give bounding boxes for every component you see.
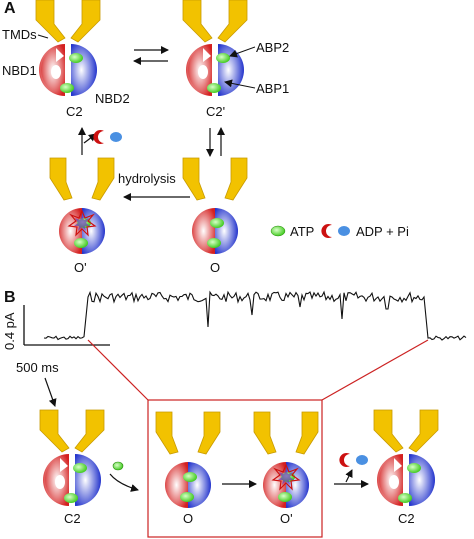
state-b-c2-end-label: C2 — [398, 511, 415, 526]
legend-atp-icon — [270, 225, 286, 237]
abp1-label: ABP1 — [256, 81, 289, 96]
state-b-c2-label: C2 — [64, 511, 81, 526]
channel-b-op-icon — [253, 411, 319, 508]
state-o-label: O — [210, 260, 220, 275]
state-op-label: O' — [74, 260, 87, 275]
abp1-pointer — [224, 79, 256, 89]
arrow-c2-to-o-b — [109, 473, 139, 492]
nbd1-label: NBD1 — [2, 63, 37, 78]
scale-current-label: 0.4 pA — [2, 312, 17, 350]
single-channel-current-trace — [43, 290, 467, 341]
state-c2p-label: C2' — [206, 104, 225, 119]
legend-atp-label: ATP — [290, 224, 314, 239]
tmds-pointer — [37, 34, 49, 39]
channel-b-c2-icon — [39, 409, 105, 506]
abp2-pointer — [229, 46, 256, 58]
atp-binding-icon — [112, 461, 124, 471]
zoom-line-left — [87, 339, 149, 401]
zoom-line-right — [321, 339, 429, 401]
hydrolysis-label: hydrolysis — [118, 171, 176, 186]
legend-adp-pi-icon — [321, 224, 350, 238]
panel-b-letter: B — [4, 289, 16, 306]
channel-o-icon — [182, 157, 248, 254]
release-arrow-b — [345, 469, 353, 483]
state-b-o-label: O — [183, 511, 193, 526]
arrow-to-c2-b — [44, 377, 57, 407]
scale-time-label: 500 ms — [16, 360, 59, 375]
legend-adp-pi-label: ADP + Pi — [356, 224, 409, 239]
adp-pi-released-b-icon — [339, 453, 368, 467]
state-b-op-label: O' — [280, 511, 293, 526]
channel-b-o-icon — [155, 411, 221, 508]
zoom-box — [147, 399, 323, 538]
nbd2-label: NBD2 — [95, 91, 130, 106]
channel-op-icon — [49, 157, 115, 254]
tmds-label: TMDs — [2, 27, 37, 42]
channel-b-c2-end-icon — [373, 409, 439, 506]
channel-c2p-icon — [182, 0, 248, 96]
panel-a-letter: A — [4, 0, 16, 17]
channel-c2-icon — [35, 0, 101, 96]
adp-pi-released-a-icon — [93, 130, 122, 144]
state-c2-label: C2 — [66, 104, 83, 119]
abp2-label: ABP2 — [256, 40, 289, 55]
